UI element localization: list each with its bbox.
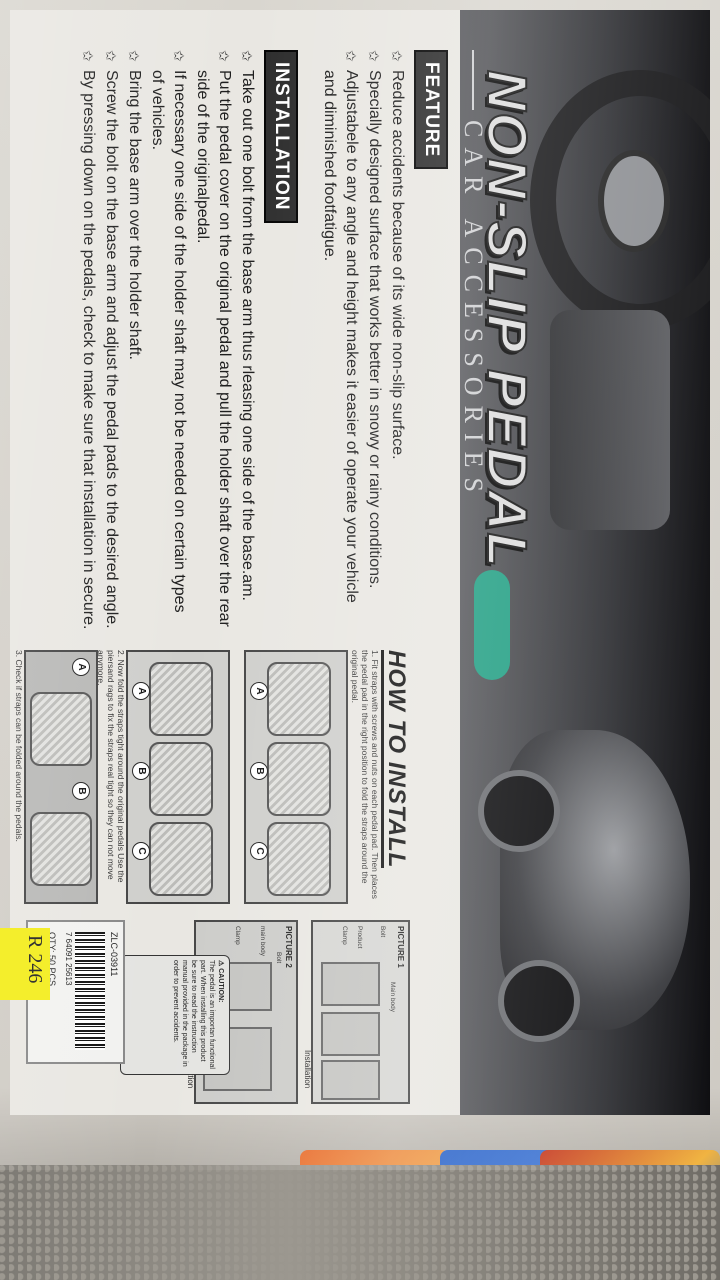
installation-item: ✩Screw the bolt on the base arm and adju… [100, 50, 122, 630]
steering-hub-image [598, 150, 670, 252]
pedal-figure [149, 742, 213, 816]
installation-item: ✩By pressing down on the pedals, check t… [77, 50, 99, 630]
pedal-figure [149, 662, 213, 736]
marker-a: A [132, 682, 150, 700]
star-bullet-icon: ✩ [103, 50, 119, 62]
picture-2-label: main body [259, 926, 266, 956]
step-1-diagram: A B C [244, 650, 348, 904]
marker-b: B [132, 762, 150, 780]
star-bullet-icon: ✩ [216, 50, 232, 62]
star-bullet-icon: ✩ [239, 50, 255, 62]
packaging-card: NON-SLIP PEDAL CAR ACCESSORIES FEATURE ✩… [10, 10, 710, 1115]
feature-list: ✩Reduce accidents because of its wide no… [317, 50, 408, 630]
feature-item: ✩Reduce accidents because of its wide no… [386, 50, 408, 630]
model-number: ZLC-03911 [109, 932, 119, 977]
feature-item: ✩Adjustabele to any angle and height mak… [321, 50, 360, 603]
marker-b: B [72, 782, 90, 800]
pedal-figure [149, 822, 213, 896]
picture-1-label: Clamp [341, 926, 348, 945]
star-bullet-icon: ✩ [366, 50, 382, 62]
step-2-diagram: A B C [126, 650, 230, 904]
marker-a: A [72, 658, 90, 676]
picture-2-label: Bolt [275, 952, 282, 964]
feature-heading: FEATURE [414, 50, 448, 170]
pedal-figure [267, 662, 331, 736]
step-2-text: 2. Now fold the straps tight around the … [96, 650, 126, 883]
step-1-text: 1. Fit straps with screws and nuts on ea… [350, 650, 380, 899]
pedal-figure [267, 822, 331, 896]
car-wheel-image [498, 960, 580, 1042]
pedal-figure [30, 812, 92, 886]
star-bullet-icon: ✩ [126, 50, 142, 62]
picture-2-label: Clamp [234, 926, 241, 945]
teal-emblem [474, 570, 510, 680]
price-sticker-text: R 246 [24, 935, 46, 984]
caution-title: ⚠ CAUTION: [217, 960, 224, 1003]
installation-heading: INSTALLATION [264, 50, 298, 223]
pedal-frame [321, 1060, 380, 1100]
picture-1-label: Bolt [379, 926, 386, 938]
step-3-diagram: A B [24, 650, 98, 904]
floor-surface [0, 1165, 720, 1280]
product-subtitle: CAR ACCESSORIES [459, 120, 488, 502]
picture-1-title: PICTURE 1 [396, 926, 405, 968]
marker-b: B [250, 762, 268, 780]
picture-1-label: Product [356, 926, 363, 949]
caution-text: The pedal is an importan functional part… [172, 960, 215, 1069]
star-bullet-icon: ✩ [389, 50, 405, 62]
picture-1-side-label: Installation [303, 1050, 312, 1089]
star-bullet-icon: ✩ [343, 50, 359, 62]
installation-list: ✩Take out one bolt from the base arm thu… [76, 50, 258, 630]
installation-item: ✩If necessary one side of the holder sha… [149, 50, 188, 613]
picture-1-box: PICTURE 1 Main body Bolt Product Clamp [311, 920, 410, 1104]
installation-item: ✩Take out one bolt from the base arm thu… [236, 50, 258, 630]
warning-icon: ⚠ [217, 960, 224, 969]
subtitle-rule [472, 50, 474, 110]
star-bullet-icon: ✩ [171, 50, 187, 62]
picture-1-label: Main body [389, 982, 396, 1012]
pedal-figure [267, 742, 331, 816]
pedal-figure [30, 692, 92, 766]
barcode-number: 7 64091 25613 [64, 932, 73, 986]
star-bullet-icon: ✩ [80, 50, 96, 62]
marker-c: C [250, 842, 268, 860]
installation-item: ✩Bring the base arm over the holder shaf… [123, 50, 145, 630]
how-to-install-heading: HOW TO INSTALL [383, 650, 410, 869]
step-3-text: 3. Check if straps can be folded around … [14, 650, 24, 842]
feature-item: ✩Specially designed surface that works b… [363, 50, 385, 630]
price-sticker [0, 928, 50, 1000]
dashboard-image [550, 310, 670, 530]
caution-box: ⚠ CAUTION: The pedal is an importan func… [120, 955, 230, 1075]
picture-2-title: PICTURE 2 [284, 926, 293, 968]
pedal-frame [321, 1012, 380, 1056]
pedal-frame [321, 962, 380, 1006]
installation-item: ✩Put the pedal cover on the original ped… [194, 50, 233, 627]
marker-a: A [250, 682, 268, 700]
marker-c: C [132, 842, 150, 860]
barcode-image [75, 932, 105, 1050]
car-wheel-image [478, 770, 560, 852]
